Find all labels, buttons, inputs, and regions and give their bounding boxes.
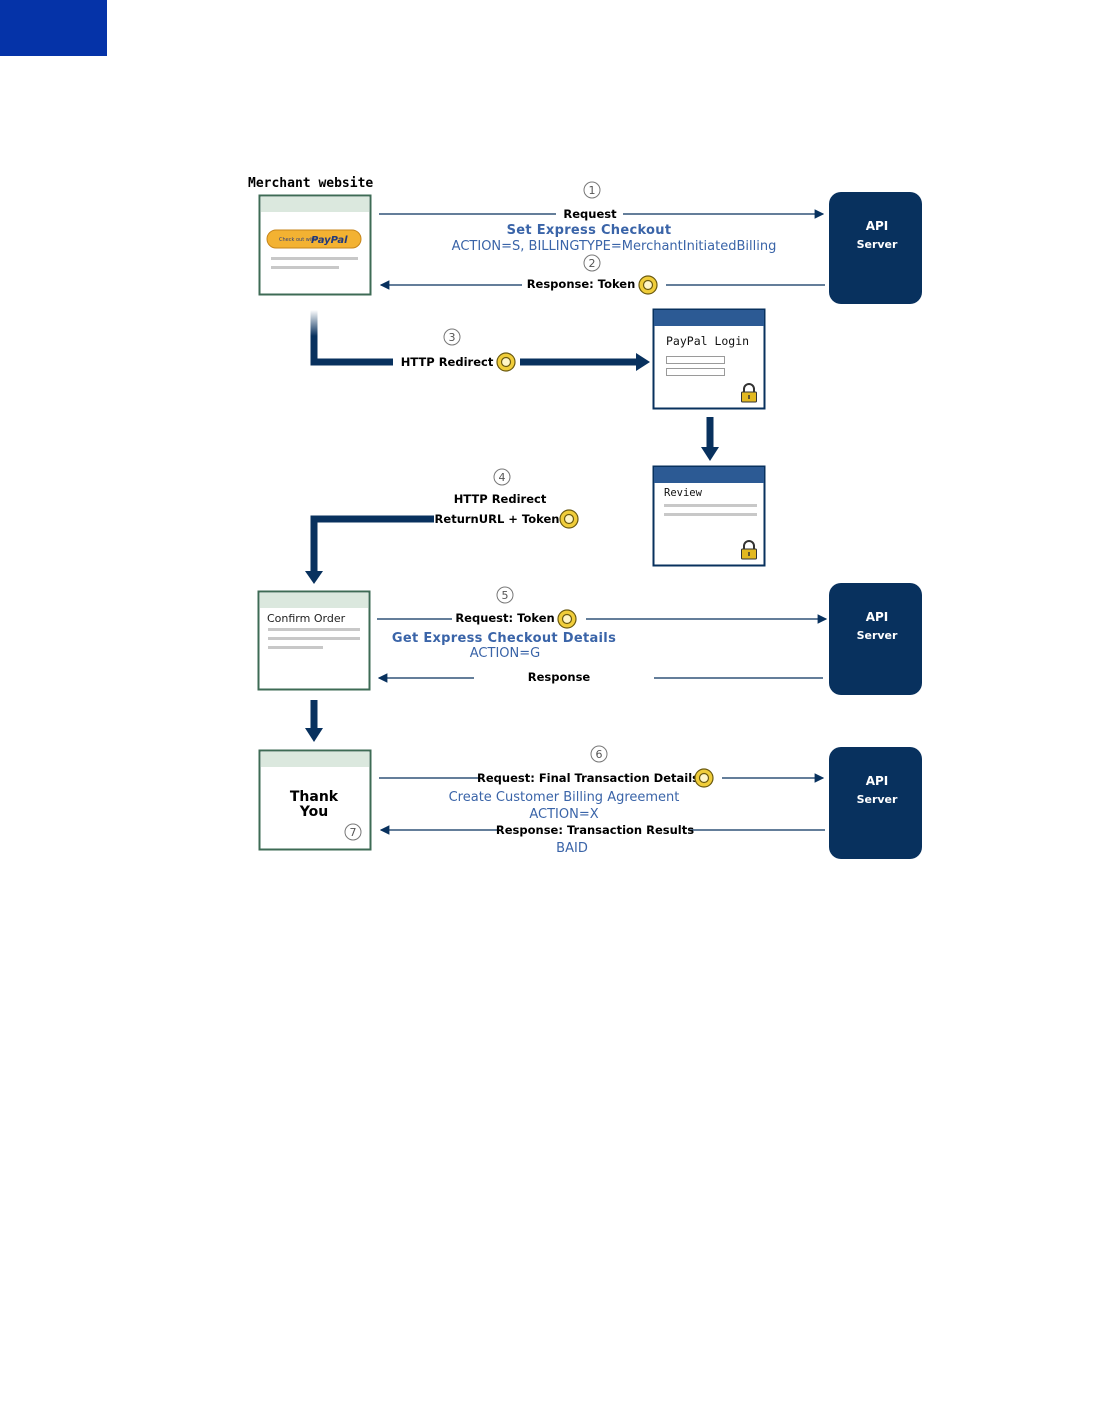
set-express-checkout-label: Set Express Checkout bbox=[507, 223, 672, 238]
set-express-checkout-params: ACTION=S, BILLINGTYPE=MerchantInitiatedB… bbox=[452, 239, 777, 254]
text-placeholder-line bbox=[268, 628, 360, 631]
login-username-field bbox=[666, 356, 725, 364]
step-5-number: 5 bbox=[502, 589, 509, 602]
merchant-page-box: Check out with PayPal bbox=[258, 194, 372, 296]
request-final-transaction-label: Request: Final Transaction Details bbox=[477, 771, 699, 785]
step-5-marker: 5 bbox=[496, 586, 514, 604]
step-7-marker: 7 bbox=[344, 823, 362, 841]
step-2-marker: 2 bbox=[583, 254, 601, 272]
paypal-login-title: PayPal Login bbox=[666, 334, 749, 348]
response-label: Response bbox=[528, 670, 591, 684]
redirect-path-thick bbox=[310, 310, 393, 366]
step-4-number: 4 bbox=[499, 471, 506, 484]
confirm-to-thankyou-arrowhead bbox=[305, 728, 323, 742]
get-express-checkout-details-label: Get Express Checkout Details bbox=[392, 631, 616, 646]
api-label: API bbox=[866, 219, 889, 233]
request-token-label: Request: Token bbox=[455, 611, 554, 625]
review-title: Review bbox=[664, 487, 703, 499]
step-1-number: 1 bbox=[589, 184, 596, 197]
token-icon bbox=[559, 509, 579, 529]
text-placeholder-line bbox=[271, 257, 358, 260]
api-label: API bbox=[866, 610, 889, 624]
http-redirect-label: HTTP Redirect bbox=[454, 492, 547, 506]
confirm-order-box: Confirm Order bbox=[257, 590, 371, 691]
create-billing-agreement-params: ACTION=X bbox=[529, 807, 598, 822]
step-6-marker: 6 bbox=[590, 745, 608, 763]
api-server-box: API Server bbox=[829, 583, 922, 695]
request-label: Request bbox=[563, 207, 617, 221]
return-url-token-label: ReturnURL + Token bbox=[435, 512, 560, 526]
token-icon bbox=[557, 609, 577, 629]
page-corner-block bbox=[0, 0, 107, 56]
api-server-box: API Server bbox=[829, 192, 922, 304]
get-express-checkout-params: ACTION=G bbox=[470, 646, 540, 661]
step-6-number: 6 bbox=[596, 748, 603, 761]
step-7-number: 7 bbox=[350, 826, 357, 839]
paypal-checkout-button: Check out with PayPal bbox=[266, 229, 362, 249]
login-password-field bbox=[666, 368, 725, 376]
thank-you-box: Thank You 7 bbox=[258, 749, 372, 851]
api-server-box: API Server bbox=[829, 747, 922, 859]
token-icon bbox=[638, 275, 658, 295]
step-2-number: 2 bbox=[589, 257, 596, 270]
step-1-marker: 1 bbox=[583, 181, 601, 199]
token-icon bbox=[694, 768, 714, 788]
confirm-order-title: Confirm Order bbox=[267, 612, 346, 625]
text-placeholder-line bbox=[664, 513, 757, 516]
paypal-button-small-text: Check out with bbox=[279, 237, 316, 243]
return-redirect-arrowhead bbox=[305, 571, 323, 584]
step-3-marker: 3 bbox=[443, 328, 461, 346]
server-label: Server bbox=[857, 793, 898, 806]
api-label: API bbox=[866, 774, 889, 788]
baid-label: BAID bbox=[556, 841, 588, 856]
response-transaction-results-label: Response: Transaction Results bbox=[496, 823, 694, 837]
http-redirect-label: HTTP Redirect bbox=[401, 355, 494, 369]
step-4-marker: 4 bbox=[493, 468, 511, 486]
merchant-website-label: Merchant website bbox=[248, 176, 373, 191]
server-label: Server bbox=[857, 629, 898, 642]
text-placeholder-line bbox=[271, 266, 339, 269]
create-billing-agreement-label: Create Customer Billing Agreement bbox=[449, 790, 680, 805]
return-redirect-path bbox=[310, 515, 434, 572]
paypal-brand-text: PayPal bbox=[311, 235, 348, 246]
text-placeholder-line bbox=[664, 504, 757, 507]
response-token-label: Response: Token bbox=[527, 277, 636, 291]
you-text: You bbox=[299, 804, 328, 820]
review-box: Review bbox=[652, 465, 766, 567]
step-3-number: 3 bbox=[449, 331, 456, 344]
paypal-login-box: PayPal Login bbox=[652, 308, 766, 410]
server-label: Server bbox=[857, 238, 898, 251]
redirect-arrowhead bbox=[636, 353, 650, 371]
thank-text: Thank bbox=[290, 789, 339, 805]
text-placeholder-line bbox=[268, 646, 323, 649]
text-placeholder-line bbox=[268, 637, 360, 640]
token-icon bbox=[496, 352, 516, 372]
login-to-review-arrowhead bbox=[701, 447, 719, 461]
